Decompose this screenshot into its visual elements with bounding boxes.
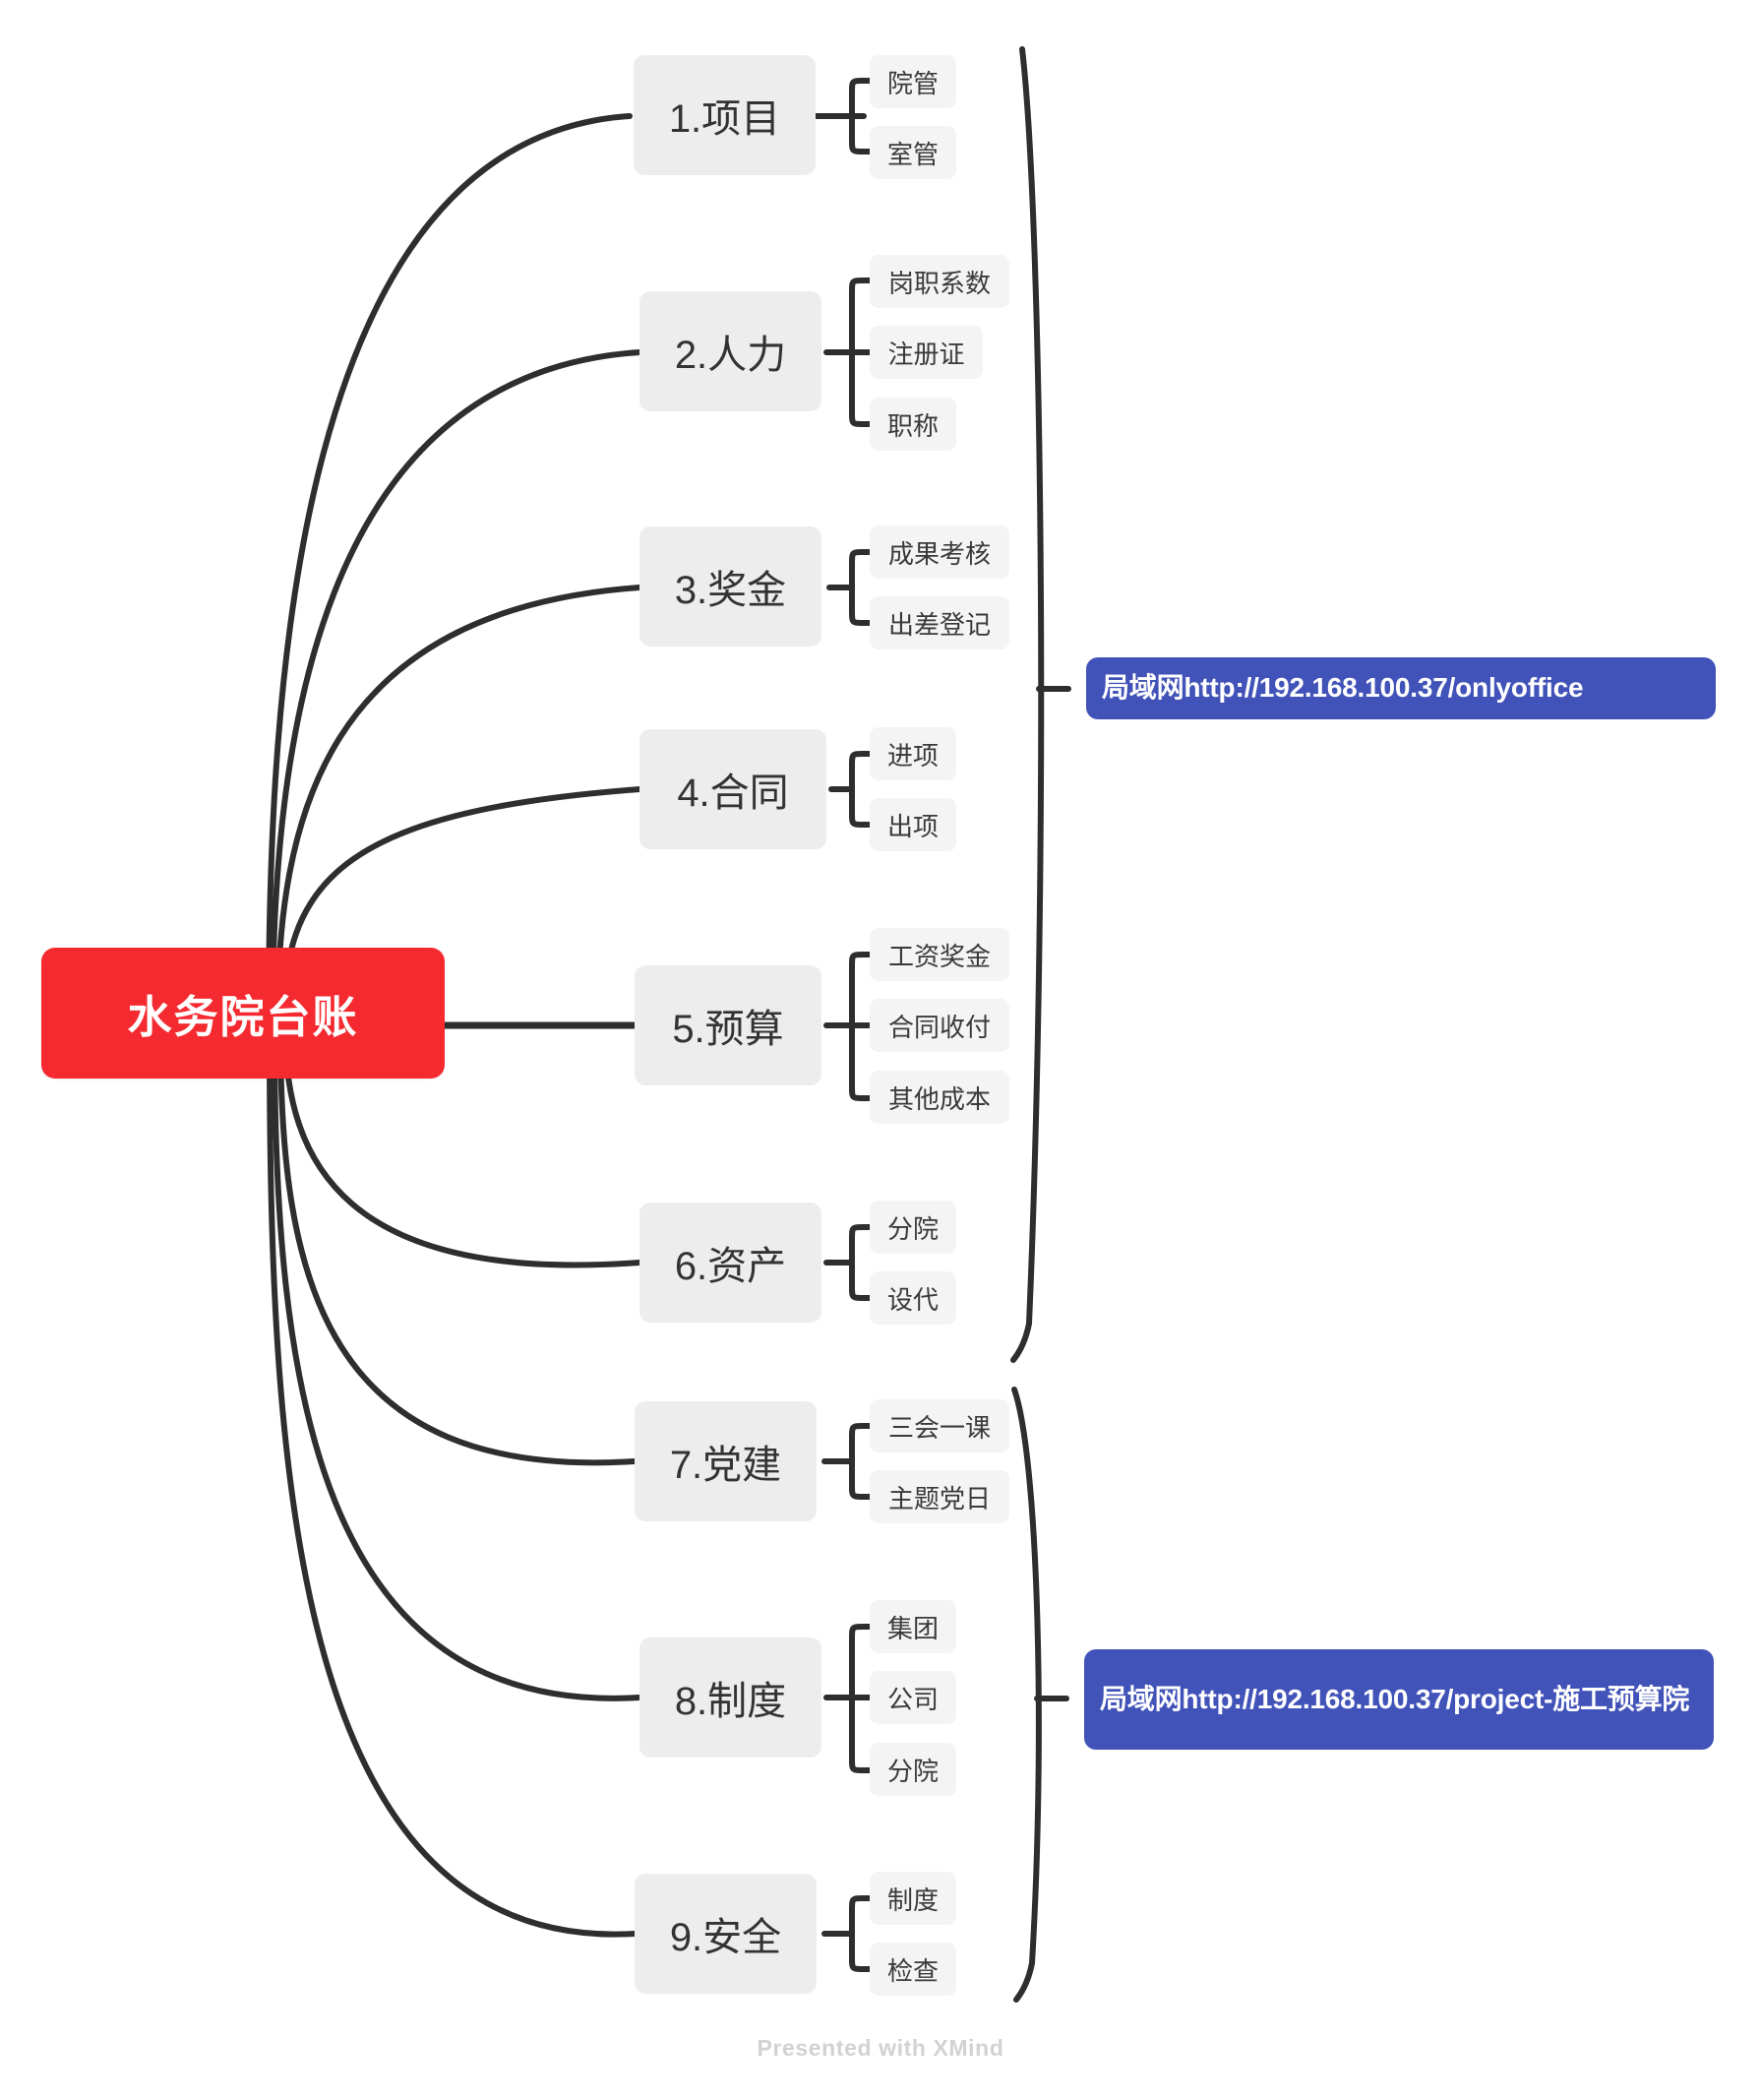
leaf-label: 出项 (886, 811, 939, 841)
leaf-node-2-2[interactable]: 注册证 (870, 326, 983, 379)
root-node[interactable]: 水务院台账 (41, 948, 445, 1079)
branch-label: 1.项目 (668, 97, 781, 141)
leaf-node-7-2[interactable]: 主题党日 (870, 1470, 1009, 1523)
leaf-node-5-1[interactable]: 工资奖金 (870, 928, 1009, 981)
leaf-label: 三会一课 (887, 1412, 991, 1443)
leaf-label: 岗职系数 (887, 268, 991, 298)
leaf-label: 职称 (886, 410, 939, 441)
leaf-node-2-3[interactable]: 职称 (870, 398, 956, 451)
leaf-label: 分院 (886, 1756, 939, 1786)
leaf-label: 进项 (886, 740, 939, 771)
branch-node-7[interactable]: 7.党建 (635, 1401, 817, 1521)
leaf-node-7-1[interactable]: 三会一课 (870, 1399, 1009, 1452)
leaf-label: 室管 (886, 139, 939, 169)
branch-node-4[interactable]: 4.合同 (639, 729, 826, 849)
leaf-label: 成果考核 (887, 538, 991, 569)
leaf-label: 注册证 (887, 339, 965, 369)
leaf-node-2-1[interactable]: 岗职系数 (870, 255, 1009, 308)
callout-label: 局域网http://192.168.100.37/onlyoffice (1102, 672, 1584, 704)
leaf-node-4-2[interactable]: 出项 (870, 798, 956, 851)
leaf-label: 院管 (886, 68, 939, 98)
leaf-label: 设代 (886, 1284, 939, 1315)
branch-label: 4.合同 (677, 772, 789, 815)
callout-onlyoffice[interactable]: 局域网http://192.168.100.37/onlyoffice (1086, 657, 1716, 719)
leaf-node-6-1[interactable]: 分院 (870, 1201, 956, 1254)
leaf-node-8-3[interactable]: 分院 (870, 1743, 956, 1796)
leaf-label: 检查 (886, 1955, 939, 1986)
branch-label: 2.人力 (674, 334, 787, 377)
leaf-node-5-3[interactable]: 其他成本 (870, 1071, 1009, 1124)
branch-node-1[interactable]: 1.项目 (634, 55, 816, 175)
leaf-node-3-1[interactable]: 成果考核 (870, 525, 1009, 579)
leaf-label: 出差登记 (887, 609, 991, 640)
leaf-label: 公司 (886, 1684, 939, 1714)
leaf-label: 制度 (886, 1884, 939, 1915)
branch-node-5[interactable]: 5.预算 (635, 965, 821, 1085)
leaf-node-9-1[interactable]: 制度 (870, 1872, 956, 1925)
leaf-label: 工资奖金 (887, 941, 991, 971)
root-node-label: 水务院台账 (127, 992, 359, 1042)
branch-node-8[interactable]: 8.制度 (639, 1637, 821, 1758)
leaf-label: 集团 (886, 1613, 939, 1643)
branch-label: 8.制度 (674, 1680, 787, 1723)
branch-label: 6.资产 (674, 1245, 787, 1288)
leaf-node-4-1[interactable]: 进项 (870, 727, 956, 780)
xmind-credit: Presented with XMind (757, 2035, 1004, 2061)
leaf-node-6-2[interactable]: 设代 (870, 1271, 956, 1325)
branch-label: 5.预算 (672, 1008, 784, 1051)
leaf-node-9-2[interactable]: 检查 (870, 1943, 956, 1996)
leaf-node-1-1[interactable]: 院管 (870, 55, 956, 108)
branch-label: 7.党建 (669, 1444, 782, 1487)
leaf-label: 主题党日 (887, 1483, 991, 1513)
leaf-node-3-2[interactable]: 出差登记 (870, 596, 1009, 649)
leaf-node-5-2[interactable]: 合同收付 (870, 999, 1009, 1052)
branch-node-3[interactable]: 3.奖金 (639, 526, 821, 647)
branch-node-2[interactable]: 2.人力 (639, 291, 821, 411)
leaf-node-1-2[interactable]: 室管 (870, 126, 956, 179)
callout-project-budget[interactable]: 局域网http://192.168.100.37/project-施工预算院 (1084, 1649, 1714, 1750)
leaf-node-8-1[interactable]: 集团 (870, 1600, 956, 1653)
branch-label: 9.安全 (669, 1916, 782, 1959)
branch-node-6[interactable]: 6.资产 (639, 1203, 821, 1323)
leaf-label: 其他成本 (887, 1083, 991, 1114)
branch-node-9[interactable]: 9.安全 (635, 1874, 817, 1994)
callout-label: 局域网http://192.168.100.37/project-施工预算院 (1100, 1683, 1690, 1714)
leaf-label: 分院 (886, 1213, 939, 1244)
leaf-node-8-2[interactable]: 公司 (870, 1671, 956, 1724)
branch-label: 3.奖金 (674, 569, 787, 612)
leaf-label: 合同收付 (887, 1012, 991, 1042)
